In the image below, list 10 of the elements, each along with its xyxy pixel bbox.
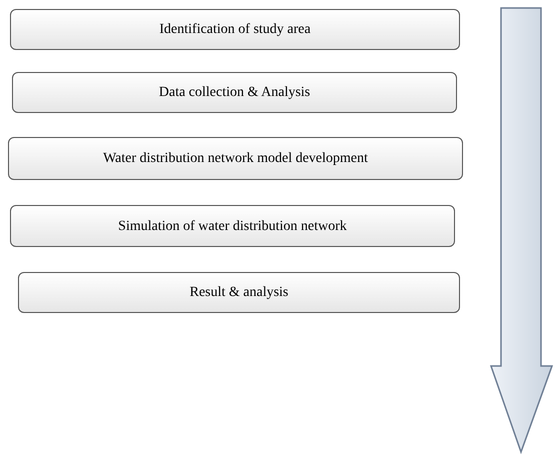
process-box	[10, 205, 455, 247]
step-text: Simulation of water distribution network	[118, 218, 347, 236]
step-text: Identification of study area	[159, 21, 311, 39]
step-text: Water distribution network model development	[103, 150, 368, 168]
step-text: Result & analysis	[190, 284, 288, 302]
step-text: Data collection & Analysis	[158, 84, 310, 102]
process-box	[10, 9, 460, 50]
process-box	[12, 72, 457, 113]
process-box	[18, 272, 460, 313]
process-box	[8, 137, 463, 180]
